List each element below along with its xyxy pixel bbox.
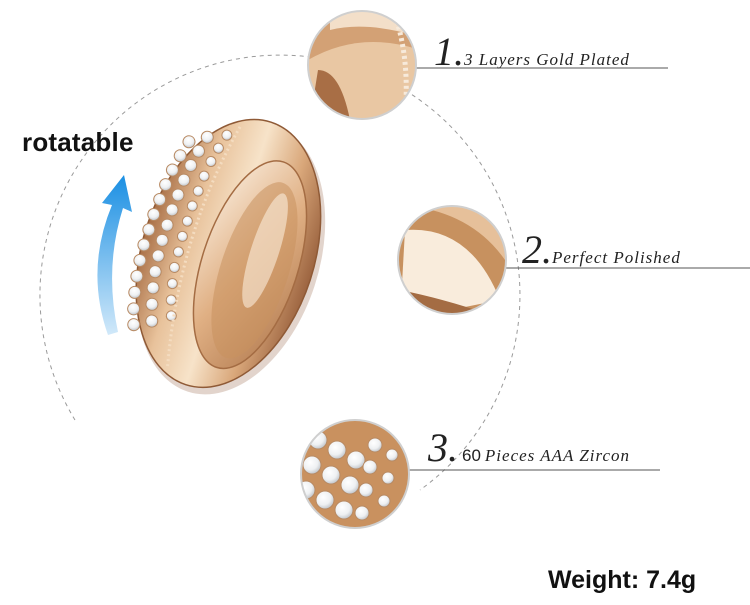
- feature-number: 1.: [434, 29, 464, 74]
- feature-text: Perfect Polished: [552, 248, 681, 267]
- feature-number: 2.: [522, 227, 552, 272]
- zircon-row-right: [165, 129, 233, 322]
- feature-text: 3 Layers Gold Plated: [464, 50, 630, 69]
- detail-polished: [398, 206, 506, 314]
- rotation-arrow-icon: [97, 175, 132, 335]
- feature-gold-plated: 1.3 Layers Gold Plated: [434, 32, 630, 72]
- zircon-row-middle: [145, 130, 214, 328]
- feature-count: 60: [462, 446, 481, 465]
- weight-label: Weight: 7.4g: [548, 566, 697, 594]
- detail-gold-plated: [308, 11, 416, 119]
- zircon-row-left: [127, 135, 196, 332]
- beaded-edge: [166, 126, 242, 367]
- rotatable-label: rotatable: [22, 127, 134, 157]
- feature-perfect-polished: 2.Perfect Polished: [522, 230, 681, 270]
- feature-number: 3.: [428, 425, 458, 470]
- detail-zircon: [301, 420, 409, 528]
- feature-text: Pieces AAA Zircon: [484, 446, 631, 465]
- ring: [127, 118, 326, 395]
- orbit-arc: [39, 54, 521, 491]
